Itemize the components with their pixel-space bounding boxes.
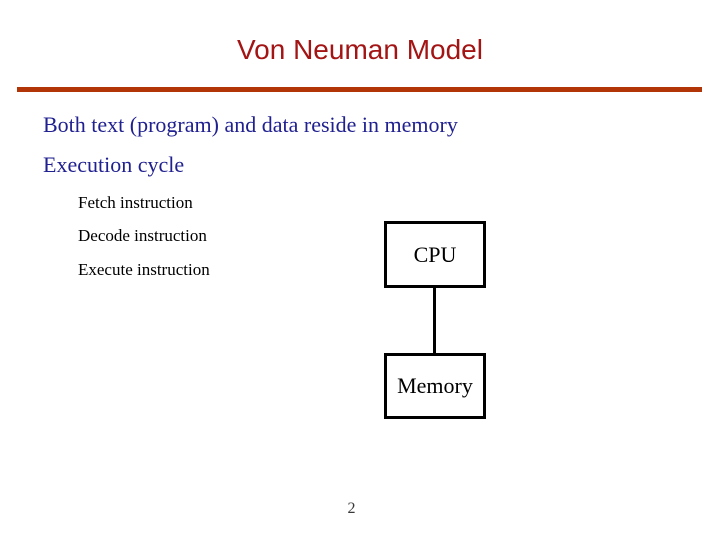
cpu-node-label: CPU — [413, 241, 457, 267]
main-point-memory-residence: Both text (program) and data reside in m… — [43, 112, 458, 137]
cpu-node: CPU — [384, 221, 486, 288]
slide-title: Von Neuman Model — [237, 34, 483, 65]
page-number: 2 — [347, 500, 356, 517]
memory-node-label: Memory — [397, 373, 473, 398]
title-divider-rule — [17, 87, 702, 92]
cpu-memory-connector — [433, 288, 436, 353]
sub-point-fetch: Fetch instruction — [78, 193, 193, 212]
sub-point-decode: Decode instruction — [78, 226, 207, 245]
memory-node: Memory — [384, 353, 486, 419]
sub-point-execute: Execute instruction — [78, 260, 210, 279]
main-point-execution-cycle: Execution cycle — [43, 152, 185, 177]
